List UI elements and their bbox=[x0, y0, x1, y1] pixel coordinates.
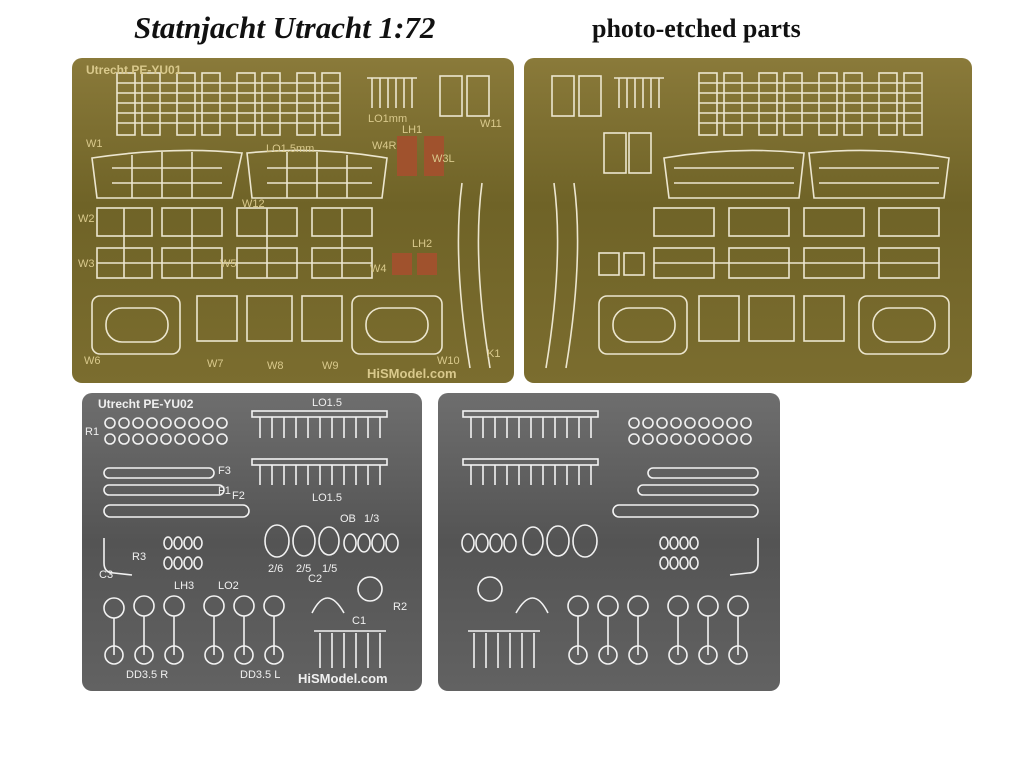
part-label: DD3.5 R bbox=[126, 669, 169, 681]
part-label: W3L bbox=[432, 153, 455, 165]
brass-fret-sheet-reverse bbox=[524, 58, 972, 383]
part-label: C1 bbox=[352, 615, 367, 627]
brand-watermark: HiSModel.com bbox=[367, 366, 457, 381]
door-panel bbox=[466, 75, 490, 117]
part-label: F1 bbox=[218, 485, 231, 497]
part-label: LH1 bbox=[402, 124, 423, 136]
page-subtitle: photo-etched parts bbox=[592, 14, 801, 43]
fitting-bars bbox=[103, 467, 250, 518]
part-label: W4 bbox=[370, 263, 387, 275]
davit-parts bbox=[103, 595, 285, 665]
part-label: W5 bbox=[220, 258, 237, 270]
part-label: W2 bbox=[78, 213, 95, 225]
steel-fret-sheet-labeled: Utrecht PE-YU02 R1 LO1.5 LO1.5 F3 F1 F2 … bbox=[82, 393, 422, 691]
part-label: LH2 bbox=[412, 238, 433, 250]
part-label: LO1.5 bbox=[312, 492, 342, 504]
steel-fret-artwork-reverse bbox=[461, 410, 759, 668]
ring-part bbox=[357, 576, 383, 602]
hinge-links bbox=[163, 536, 203, 570]
part-label: F2 bbox=[232, 490, 245, 502]
brass-fret-sheet-labeled: Utrecht PE-YU01 W1 W2 W3 W4 W5 W6 W7 W8 … bbox=[72, 58, 514, 383]
part-label: W6 bbox=[84, 355, 101, 367]
oval-window bbox=[105, 307, 169, 343]
part-label: C3 bbox=[99, 569, 114, 581]
part-label: W3 bbox=[78, 258, 95, 270]
part-label: W11 bbox=[480, 118, 502, 130]
brass-fret-artwork-reverse bbox=[545, 72, 950, 369]
steel-fret-sheet-reverse bbox=[438, 393, 780, 691]
window-panel bbox=[301, 295, 343, 342]
steel-fret-artwork bbox=[103, 410, 399, 668]
window-panel bbox=[196, 295, 238, 342]
window-grid bbox=[96, 207, 373, 279]
part-label: LO1mm bbox=[368, 113, 408, 125]
part-label: LO1.5 bbox=[312, 397, 342, 409]
lantern-parts bbox=[264, 524, 399, 558]
part-label: R1 bbox=[85, 426, 100, 438]
oval-window-frame bbox=[91, 295, 181, 355]
page-title: Statnjacht Utracht 1:72 bbox=[134, 10, 436, 45]
part-label: DD3.5 L bbox=[240, 669, 281, 681]
arch-part bbox=[311, 597, 345, 614]
part-label: LO2 bbox=[218, 580, 239, 592]
curved-rail bbox=[457, 182, 471, 369]
eyebolt-row bbox=[251, 410, 388, 485]
part-label: W7 bbox=[207, 358, 224, 370]
part-label: K1 bbox=[487, 348, 501, 360]
curved-rail bbox=[477, 182, 491, 369]
part-label: W9 bbox=[322, 360, 339, 372]
part-label: R3 bbox=[132, 551, 147, 563]
sheet-name: Utrecht PE-YU02 bbox=[98, 397, 194, 411]
hinge-plates bbox=[392, 136, 444, 275]
part-label: W10 bbox=[437, 355, 460, 367]
stern-window-row bbox=[91, 149, 388, 199]
part-label: 2/5 bbox=[296, 563, 312, 575]
oval-window bbox=[365, 307, 429, 343]
ladder-strips bbox=[116, 72, 341, 136]
part-label: W4R bbox=[372, 140, 397, 152]
oval-window-frame bbox=[351, 295, 443, 355]
window-panel bbox=[246, 295, 293, 342]
brass-fret-artwork bbox=[91, 72, 491, 369]
ring-row bbox=[104, 417, 228, 445]
part-label: W1 bbox=[86, 138, 103, 150]
part-label: 1/3 bbox=[364, 513, 380, 525]
sheet-name: Utrecht PE-YU01 bbox=[86, 63, 182, 77]
brand-watermark: HiSModel.com bbox=[298, 671, 388, 686]
part-label: OB bbox=[340, 513, 356, 525]
door-panel bbox=[439, 75, 463, 117]
part-label: 2/6 bbox=[268, 563, 284, 575]
part-label: R2 bbox=[393, 601, 408, 613]
stanchion-row bbox=[367, 77, 417, 108]
part-label: C2 bbox=[308, 573, 323, 585]
part-label: F3 bbox=[218, 465, 231, 477]
cleat-parts bbox=[314, 630, 386, 668]
part-label: LO1.5mm bbox=[266, 143, 315, 155]
part-label: LH3 bbox=[174, 580, 195, 592]
part-label: W8 bbox=[267, 360, 284, 372]
part-label: W12 bbox=[242, 198, 265, 210]
part-label: 1/5 bbox=[322, 563, 338, 575]
bracket-part bbox=[103, 538, 133, 576]
